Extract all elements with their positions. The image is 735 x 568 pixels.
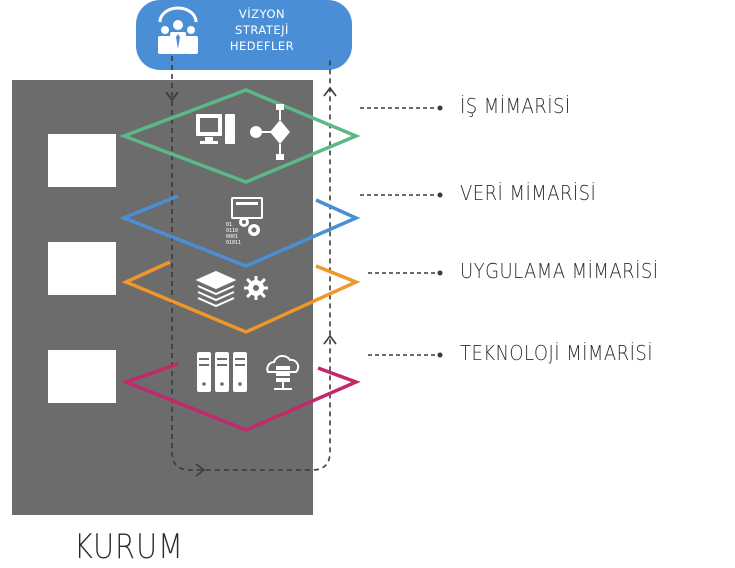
application-layer-diamond [121, 260, 361, 334]
data-gears-icon: 01 0110 0001 01011 [226, 197, 263, 246]
svg-text:01011: 01011 [226, 240, 241, 246]
label-leaders [360, 105, 443, 358]
arrow-up [323, 86, 337, 97]
org-unit-box-3 [48, 350, 116, 403]
layer-label-technology: TEKNOLOJİ MİMARİSİ [460, 341, 654, 365]
svg-text:0001: 0001 [226, 234, 238, 240]
layer-label-data: VERİ MİMARİSİ [460, 181, 597, 205]
arrow-right [195, 463, 206, 477]
servers-icon [197, 352, 247, 392]
header-line-goals: HEDEFLER [229, 39, 295, 53]
layer-label-business: İŞ MİMARİSİ [460, 94, 571, 118]
org-unit-box-1 [48, 134, 116, 187]
business-layer-diamond [119, 88, 361, 184]
data-layer-diamond [119, 194, 361, 268]
org-unit-box-2 [48, 242, 116, 295]
svg-text:0110: 0110 [226, 228, 238, 234]
layer-label-application: UYGULAMA MİMARİSİ [460, 259, 659, 283]
svg-text:01: 01 [226, 222, 232, 228]
arrow-down [165, 91, 179, 102]
stack-gear-icon [195, 270, 268, 308]
cloud-server-icon [266, 355, 300, 390]
header-text: VİZYON STRATEJİ HEDEFLER [212, 6, 312, 54]
organization-label: KURUM [74, 527, 184, 567]
header-line-strategy: STRATEJİ [235, 23, 289, 37]
technology-layer-diamond [120, 362, 361, 432]
computer-flowchart-icon [196, 104, 290, 160]
people-icon [158, 6, 198, 54]
arrow-up-lower [323, 334, 337, 345]
dashed-flow-down [171, 56, 331, 471]
header-line-vision: VİZYON [238, 7, 286, 21]
